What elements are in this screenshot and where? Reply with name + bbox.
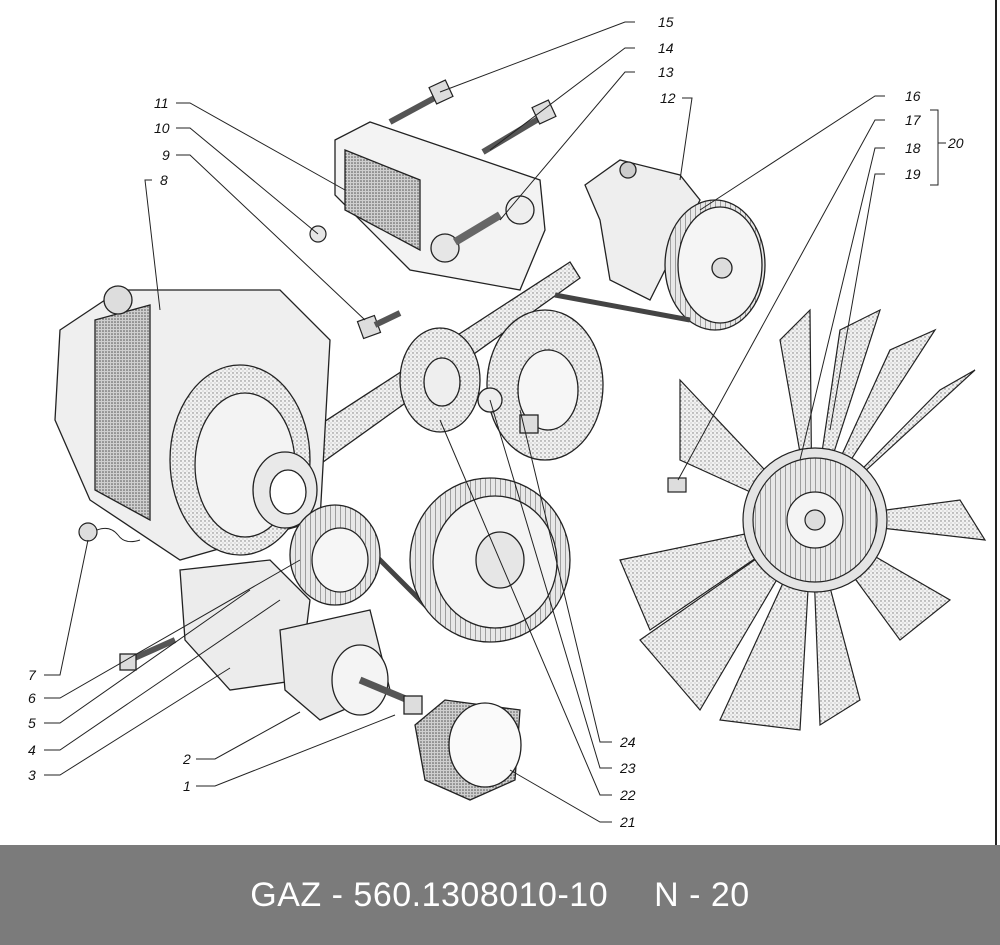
- callout-8: 8: [160, 172, 168, 188]
- alternator-bracket: [334, 121, 546, 291]
- footer-caption: GAZ - 560.1308010-10 N - 20: [250, 876, 749, 915]
- fan-bolt: [667, 477, 687, 493]
- callout-1: 1: [183, 778, 191, 794]
- footer-bar: GAZ - 560.1308010-10 N - 20: [0, 845, 1000, 945]
- callout-14: 14: [658, 40, 674, 56]
- leader-lines: [44, 21, 946, 823]
- callout-10: 10: [154, 120, 170, 136]
- callout-12: 12: [660, 90, 676, 106]
- parts-diagram: 1 2 3 4 5 6 7 8 9 10 11 12 13 14 15 16 1…: [28, 0, 997, 845]
- callout-22: 22: [619, 787, 636, 803]
- callout-19: 19: [905, 166, 921, 182]
- bracket-bolts: [388, 79, 557, 246]
- cooling-fan: [619, 308, 987, 731]
- callout-15: 15: [658, 14, 674, 30]
- callout-7: 7: [28, 667, 37, 683]
- callout-5: 5: [28, 715, 36, 731]
- callout-6: 6: [28, 690, 36, 706]
- callout-17: 17: [905, 112, 922, 128]
- callout-labels: 1 2 3 4 5 6 7 8 9 10 11 12 13 14 15 16 1…: [28, 14, 964, 830]
- footer-separator: -: [331, 875, 344, 914]
- idler-pulleys: [399, 309, 604, 461]
- callout-16: 16: [905, 88, 921, 104]
- callout-11: 11: [154, 95, 169, 111]
- small-fasteners: [78, 225, 402, 543]
- callout-4: 4: [28, 742, 36, 758]
- callout-13: 13: [658, 64, 674, 80]
- callout-18: 18: [905, 140, 921, 156]
- alternator: [54, 285, 331, 561]
- belt-tensioner: [119, 504, 423, 721]
- callout-9: 9: [162, 147, 170, 163]
- callout-2: 2: [182, 751, 191, 767]
- footer-part-number: 560.1308010-10: [353, 875, 609, 914]
- footer-page-label: N - 20: [654, 875, 750, 914]
- crankshaft-pulley: [409, 477, 571, 643]
- power-steering-pump: [584, 159, 766, 331]
- pulley-sleeve: [414, 699, 522, 801]
- callout-20: 20: [947, 135, 964, 151]
- callout-21: 21: [619, 814, 636, 830]
- footer-brand: GAZ: [250, 875, 322, 914]
- callout-24: 24: [619, 734, 636, 750]
- callout-23: 23: [619, 760, 636, 776]
- callout-3: 3: [28, 767, 36, 783]
